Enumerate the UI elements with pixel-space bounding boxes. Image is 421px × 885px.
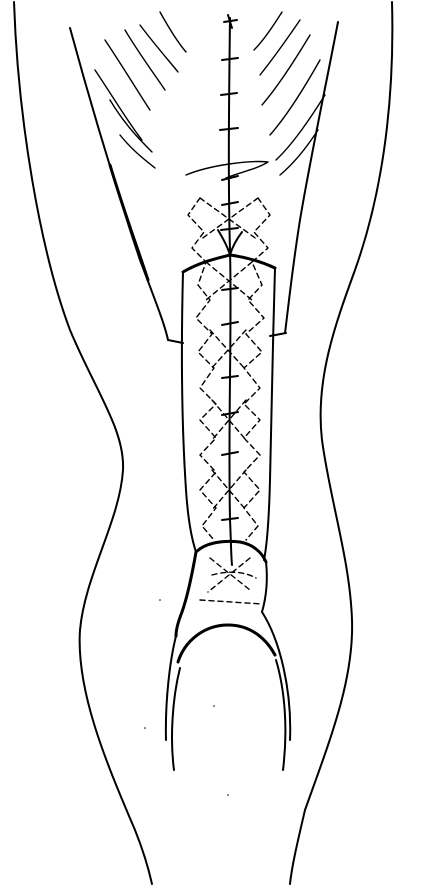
leg-outline-right [290, 2, 392, 884]
stray-dot-4 [159, 599, 161, 601]
anchor-stitch-loop [186, 162, 268, 178]
muscle-fibers-left [95, 12, 186, 168]
tibia-outer-left [166, 636, 176, 740]
weave-pattern-left [188, 198, 216, 540]
thigh-muscle-left [70, 28, 168, 340]
thigh-muscle-right [285, 22, 338, 333]
muscle-fibers-right [254, 12, 325, 175]
tibia-inner-left [172, 668, 180, 770]
tibia-inner-right [276, 660, 285, 770]
stray-dot-1 [144, 727, 146, 729]
patella-right-side [262, 562, 267, 612]
suture-line [229, 18, 232, 565]
graft-top-cap [183, 255, 275, 272]
graft-strip-right [264, 268, 275, 560]
patella-left-side [176, 552, 196, 636]
thigh-muscle-left-edge [110, 165, 148, 280]
thigh-base-left [168, 340, 183, 343]
graft-strip-left [182, 272, 196, 552]
tibia-top-arc [178, 625, 275, 662]
stray-dot-3 [227, 794, 229, 796]
weave-pattern-right [244, 198, 270, 540]
leg-outline-left [14, 2, 152, 884]
stray-dot-2 [213, 705, 215, 707]
